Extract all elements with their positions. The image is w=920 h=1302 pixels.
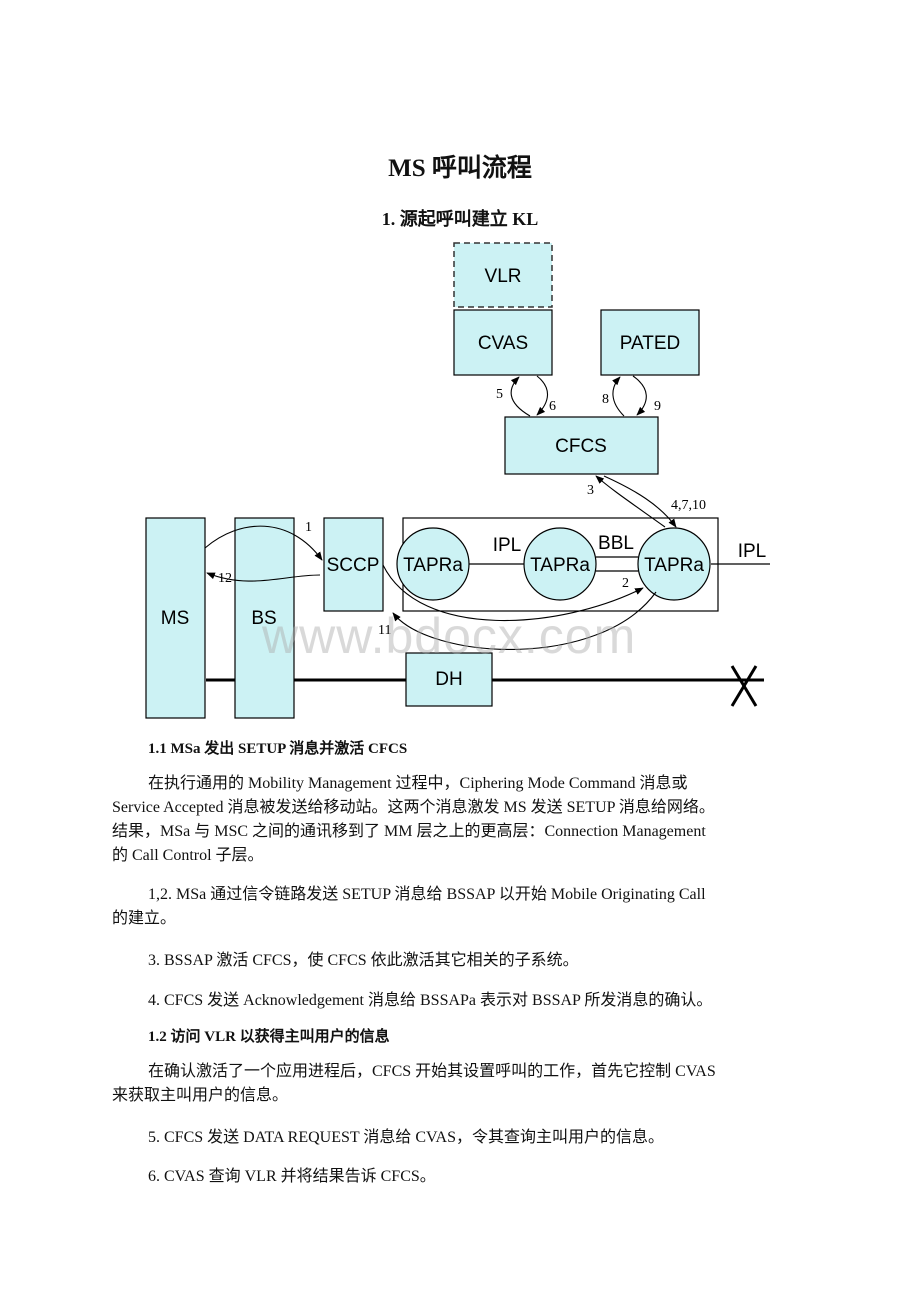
cvas-box	[453, 309, 553, 376]
arrow-step-12	[206, 572, 321, 582]
ms-box	[145, 517, 206, 719]
section-1-2-paragraph: 在确认激活了一个应用进程后，CFCS 开始其设置呼叫的工作，首先它控制 CVAS…	[112, 1060, 812, 1108]
arrow-step-8	[612, 376, 625, 417]
arrow-step-6	[536, 375, 549, 416]
arrow-step-3	[595, 475, 666, 528]
arrow-step-1	[204, 525, 323, 561]
link-label-ipl-right: IPL	[738, 541, 767, 562]
tapra-label-1: TAPRa	[403, 555, 463, 576]
section-heading-1-1: 1.1 MSa 发出 SETUP 消息并激活 CFCS	[148, 741, 408, 757]
arrow-step-5	[510, 376, 531, 417]
section-1-1-paragraph: 在执行通用的 Mobility Management 过程中，Ciphering…	[112, 772, 812, 868]
dh-box	[405, 652, 493, 707]
arrow-step-4710	[603, 475, 677, 528]
paragraph-line: 1,2. MSa 通过信令链路发送 SETUP 消息给 BSSAP 以开始 Mo…	[148, 886, 706, 903]
step-label-8: 8	[602, 392, 609, 407]
link-label-bbl: BBL	[598, 533, 634, 554]
link-label-ipl: IPL	[493, 535, 522, 556]
paragraph-line: 结果，MSa 与 MSC 之间的通讯移到了 MM 层之上的更高层：Connect…	[112, 823, 706, 840]
paragraph-line: 的建立。	[112, 910, 177, 927]
pated-label: PATED	[620, 333, 681, 354]
step-label-2: 2	[622, 576, 629, 591]
paragraph-line: 在确认激活了一个应用进程后，CFCS 开始其设置呼叫的工作，首先它控制 CVAS	[148, 1063, 716, 1080]
step-6-text: 6. CVAS 查询 VLR 并将结果告诉 CFCS。	[148, 1168, 436, 1185]
vlr-box	[453, 242, 553, 308]
bus-end-cross	[730, 665, 758, 707]
arrow-step-11	[392, 591, 657, 651]
section-heading-1: 1. 源起呼叫建立 KL	[381, 209, 539, 229]
tapra-node-1	[396, 527, 470, 601]
dh-label: DH	[435, 669, 462, 690]
tapra-node-3	[637, 527, 711, 601]
step-label-1: 1	[305, 520, 312, 535]
arrow-step-9	[632, 375, 647, 416]
bs-label: BS	[251, 608, 276, 629]
paragraph-line: 的 Call Control 子层。	[112, 847, 264, 864]
step-label-9: 9	[654, 399, 661, 414]
cvas-label: CVAS	[478, 333, 528, 354]
step-5-text: 5. CFCS 发送 DATA REQUEST 消息给 CVAS，令其查询主叫用…	[148, 1129, 664, 1146]
call-flow-diagram: VLR CVAS PATED CFCS MS BS SCCP DH TAPRa …	[145, 242, 770, 719]
paragraph-line: 在执行通用的 Mobility Management 过程中，Ciphering…	[148, 775, 688, 792]
step-label-3: 3	[587, 483, 594, 498]
step-label-11: 11	[378, 623, 391, 638]
step-label-6: 6	[549, 399, 556, 414]
step-3-text: 3. BSSAP 激活 CFCS，使 CFCS 依此激活其它相关的子系统。	[148, 952, 579, 969]
step-label-5: 5	[496, 387, 503, 402]
step-4-text: 4. CFCS 发送 Acknowledgement 消息给 BSSAPa 表示…	[148, 992, 713, 1009]
paragraph-line: 来获取主叫用户的信息。	[112, 1087, 289, 1104]
step-label-4710: 4,7,10	[671, 498, 706, 513]
step-1-2-paragraph: 1,2. MSa 通过信令链路发送 SETUP 消息给 BSSAP 以开始 Mo…	[112, 883, 812, 931]
pated-box	[600, 309, 700, 376]
step-label-12: 12	[218, 571, 232, 586]
vlr-label: VLR	[485, 266, 522, 287]
sccp-label: SCCP	[327, 555, 380, 576]
tapra-label-3: TAPRa	[644, 555, 704, 576]
paragraph-line: Service Accepted 消息被发送给移动站。这两个消息激发 MS 发送…	[112, 799, 715, 816]
tapra-node-2	[523, 527, 597, 601]
arrow-step-2	[382, 564, 644, 621]
cfcs-box	[504, 416, 659, 475]
tapra-label-2: TAPRa	[530, 555, 590, 576]
sccp-box	[323, 517, 384, 612]
section-heading-1-2: 1.2 访问 VLR 以获得主叫用户的信息	[148, 1029, 390, 1045]
bs-box	[234, 517, 295, 719]
cfcs-label: CFCS	[555, 436, 607, 457]
page-title: MS 呼叫流程	[388, 155, 532, 182]
ms-label: MS	[161, 608, 190, 629]
